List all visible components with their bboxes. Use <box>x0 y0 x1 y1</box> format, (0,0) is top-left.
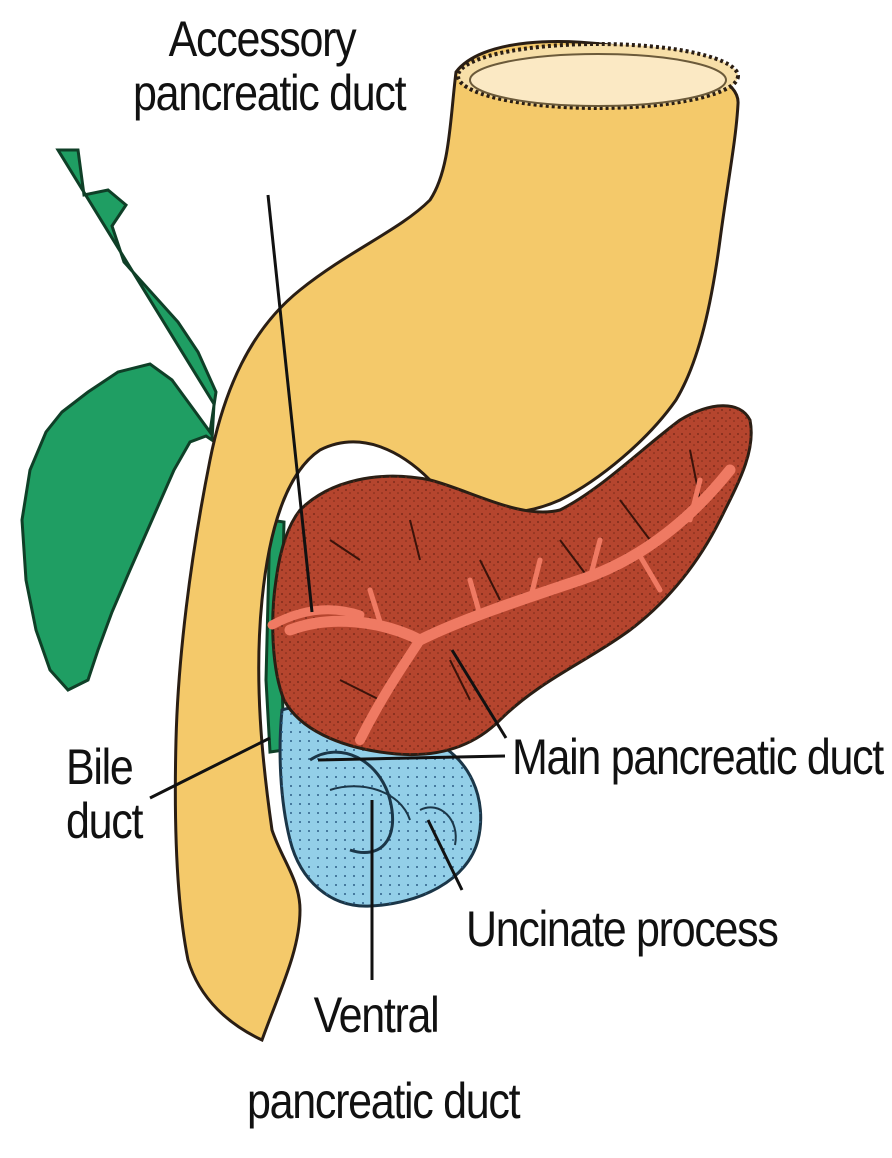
label-accessory-line1: Accessory <box>133 12 391 66</box>
label-ventral-line2: pancreatic duct <box>247 1074 505 1128</box>
label-bile-line1: Bile <box>66 740 142 794</box>
label-bile-duct: Bile duct <box>66 740 142 848</box>
label-accessory-pancreatic-duct: Accessory pancreatic duct <box>133 12 391 120</box>
label-ventral-line1: Ventral <box>247 988 505 1042</box>
label-bile-line2: duct <box>66 794 142 848</box>
label-uncinate-process: Uncinate process <box>466 902 778 956</box>
label-main-pancreatic-duct: Main pancreatic duct <box>512 730 883 784</box>
label-ventral-pancreatic-duct: Ventral pancreatic duct <box>247 988 505 1128</box>
label-accessory-line2: pancreatic duct <box>133 66 391 120</box>
label-uncinate-text: Uncinate process <box>466 902 778 956</box>
label-main-duct-text: Main pancreatic duct <box>512 730 883 784</box>
